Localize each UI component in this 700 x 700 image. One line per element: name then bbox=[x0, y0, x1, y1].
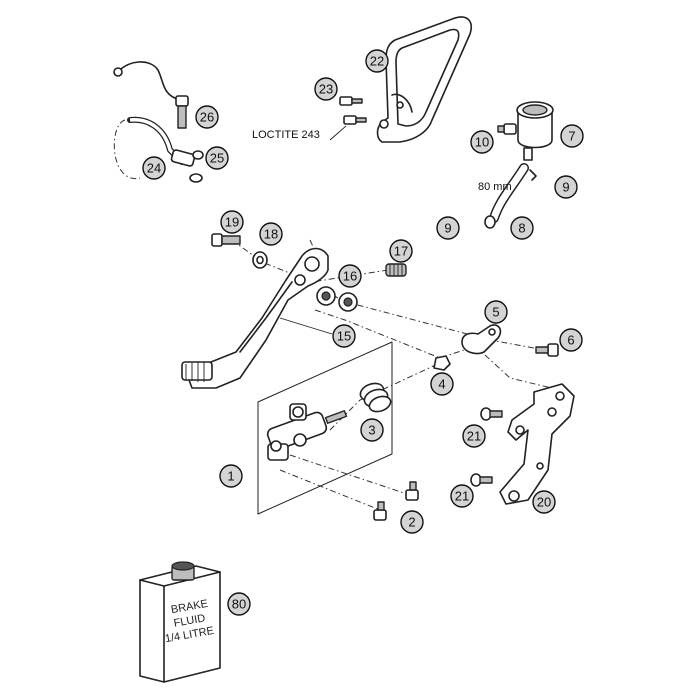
callout-9a: 9 bbox=[554, 175, 578, 199]
svg-text:5: 5 bbox=[492, 305, 499, 320]
svg-text:26: 26 bbox=[200, 110, 214, 125]
svg-text:9: 9 bbox=[562, 180, 569, 195]
bolt-2 bbox=[373, 481, 419, 521]
svg-text:6: 6 bbox=[567, 333, 574, 348]
callout-4: 4 bbox=[430, 372, 454, 396]
master-cylinder-frame bbox=[257, 341, 393, 515]
callout-18: 18 bbox=[259, 222, 283, 246]
svg-text:10: 10 bbox=[475, 135, 489, 150]
svg-text:25: 25 bbox=[210, 151, 224, 166]
callout-16: 16 bbox=[338, 264, 362, 288]
bottle-label-line-2: FLUID bbox=[173, 612, 206, 629]
hose-8 bbox=[484, 163, 537, 229]
svg-text:22: 22 bbox=[370, 54, 384, 69]
callout-15: 15 bbox=[332, 324, 356, 348]
svg-text:9: 9 bbox=[444, 221, 451, 236]
svg-text:23: 23 bbox=[319, 82, 333, 97]
spring-17 bbox=[385, 263, 407, 277]
svg-text:20: 20 bbox=[537, 495, 551, 510]
callout-22: 22 bbox=[365, 49, 389, 73]
hose-length-note: 80 mm bbox=[478, 181, 512, 193]
clevis-5 bbox=[461, 324, 502, 355]
svg-text:21: 21 bbox=[455, 489, 469, 504]
callout-20: 20 bbox=[532, 490, 556, 514]
svg-text:15: 15 bbox=[337, 329, 351, 344]
screw-21 bbox=[470, 407, 503, 487]
svg-text:7: 7 bbox=[568, 129, 575, 144]
callout-17: 17 bbox=[389, 239, 413, 263]
callout-2: 2 bbox=[400, 510, 424, 534]
callout-24: 24 bbox=[142, 156, 166, 180]
callout-21b: 21 bbox=[450, 484, 474, 508]
brake-fluid-bottle: BRAKE FLUID 1/4 LITRE bbox=[139, 561, 221, 683]
loctite-note: LOCTITE 243 bbox=[252, 129, 320, 141]
callout-5: 5 bbox=[484, 300, 508, 324]
svg-text:4: 4 bbox=[438, 377, 445, 392]
svg-text:8: 8 bbox=[518, 221, 525, 236]
svg-text:3: 3 bbox=[368, 423, 375, 438]
nut-4 bbox=[433, 355, 451, 371]
leader-15 bbox=[279, 317, 333, 335]
brake-pedal bbox=[181, 247, 329, 389]
callout-10: 10 bbox=[470, 130, 494, 154]
master-cylinder bbox=[266, 403, 348, 461]
footrest-bracket-20 bbox=[499, 383, 575, 505]
callout-7: 7 bbox=[560, 124, 584, 148]
callout-26: 26 bbox=[195, 105, 219, 129]
brake-fluid-reservoir bbox=[497, 101, 554, 161]
bolt-19 bbox=[211, 233, 241, 247]
callout-6: 6 bbox=[559, 328, 583, 352]
callout-8: 8 bbox=[510, 216, 534, 240]
callout-1: 1 bbox=[219, 464, 243, 488]
washer-18 bbox=[252, 251, 268, 269]
rubber-boot-3 bbox=[359, 382, 392, 413]
svg-text:16: 16 bbox=[343, 269, 357, 284]
svg-text:80: 80 bbox=[232, 597, 246, 612]
svg-text:2: 2 bbox=[408, 515, 415, 530]
svg-text:18: 18 bbox=[264, 227, 278, 242]
bolt-6 bbox=[535, 343, 559, 357]
callout-80: 80 bbox=[227, 592, 251, 616]
brake-hose-assembly bbox=[113, 61, 204, 183]
screw-23 bbox=[329, 96, 367, 141]
bearing-16 bbox=[316, 286, 358, 312]
callout-9b: 9 bbox=[436, 216, 460, 240]
svg-text:17: 17 bbox=[394, 244, 408, 259]
heel-guard bbox=[376, 16, 472, 143]
callout-25: 25 bbox=[205, 146, 229, 170]
svg-text:1: 1 bbox=[227, 469, 234, 484]
callout-21a: 21 bbox=[462, 424, 486, 448]
svg-text:24: 24 bbox=[147, 161, 161, 176]
callout-3: 3 bbox=[360, 418, 384, 442]
callout-19: 19 bbox=[220, 210, 244, 234]
callout-23: 23 bbox=[314, 77, 338, 101]
svg-text:21: 21 bbox=[467, 429, 481, 444]
svg-text:19: 19 bbox=[225, 215, 239, 230]
